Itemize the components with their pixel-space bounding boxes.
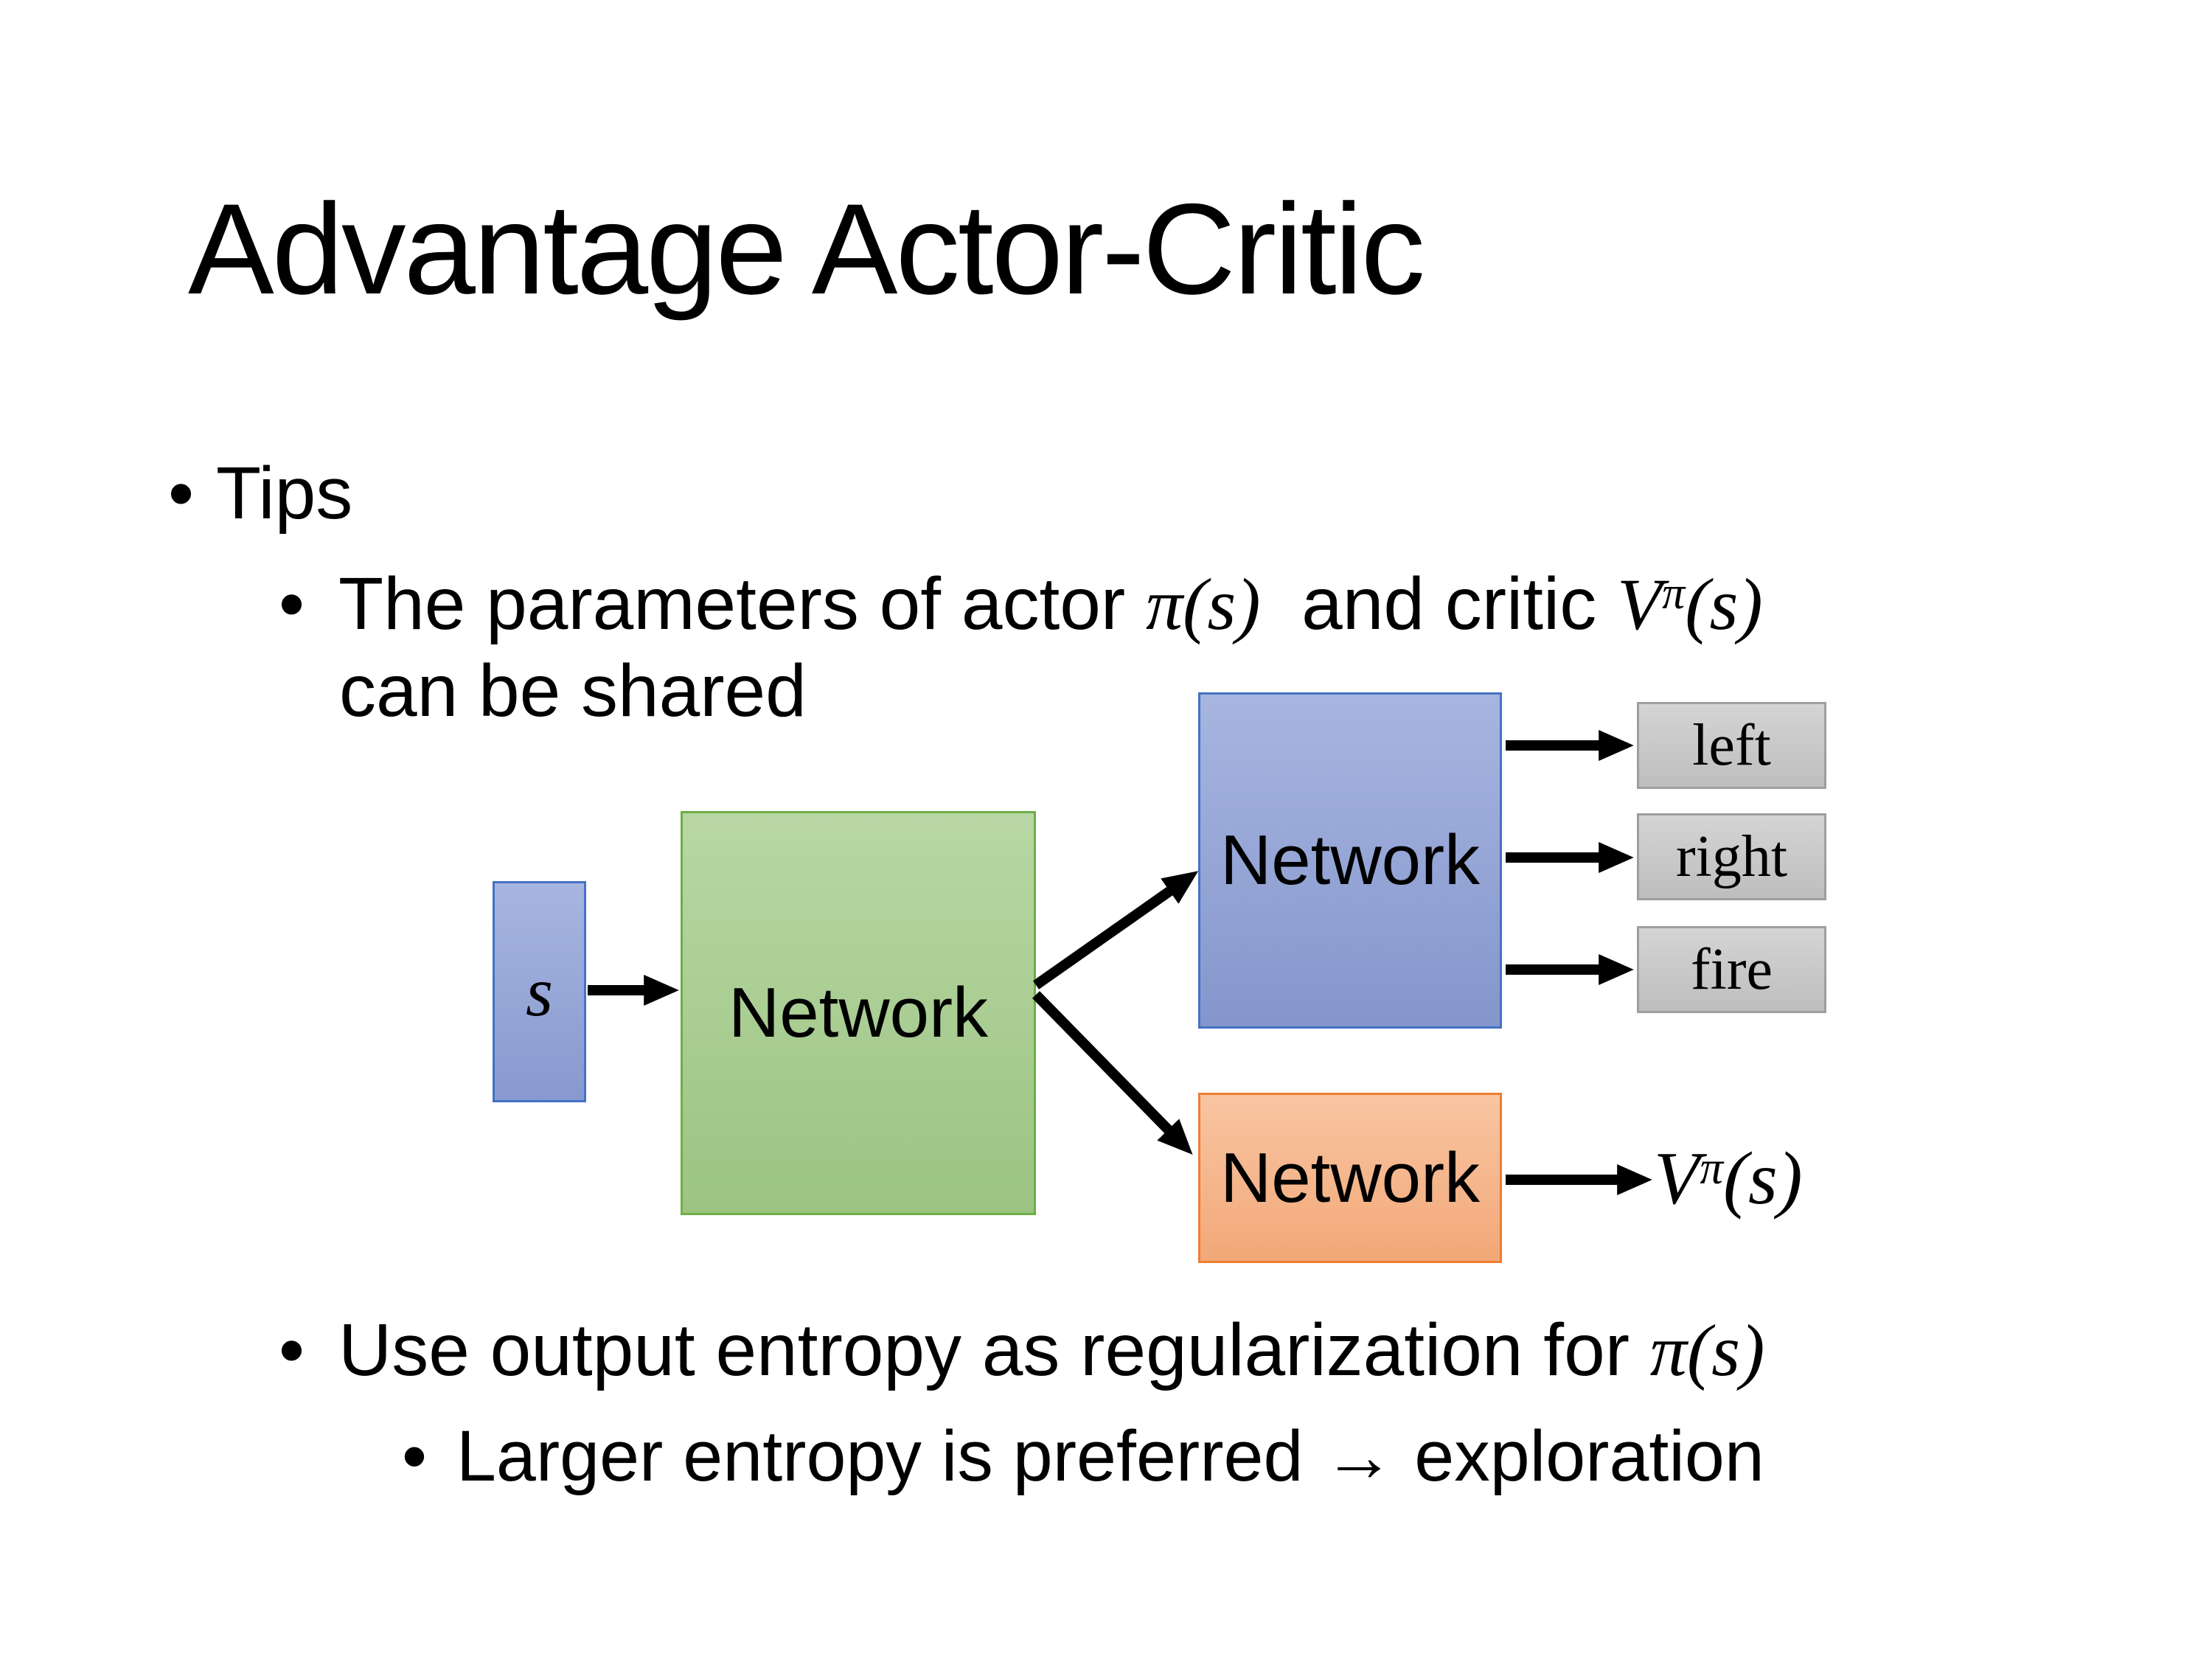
bullet-row-shared-params-wrap: can be shared xyxy=(339,646,807,736)
shared-params-text-a: The parameters of actor xyxy=(338,563,1146,645)
tips-label: Tips xyxy=(216,452,353,535)
bullet-row-tips: • Tips xyxy=(168,448,352,538)
bullet-row-shared-params: • The parameters of actor π(s) and criti… xyxy=(279,559,1763,650)
slide-title: Advantage Actor-Critic xyxy=(188,178,1425,321)
action-label-fire: fire xyxy=(1690,936,1773,1002)
bullet-glyph: • xyxy=(279,563,305,645)
action-box-fire: fire xyxy=(1637,926,1826,1013)
shared-params-wrap-text: can be shared xyxy=(339,650,807,732)
value-output-base: V xyxy=(1654,1137,1700,1220)
critic-network-box: Network xyxy=(1198,1093,1502,1263)
shared-params-text: The parameters of actor π(s) and critic … xyxy=(338,559,1763,650)
action-box-right: right xyxy=(1637,813,1826,900)
entropy-policy-math: π(s) xyxy=(1649,1310,1765,1391)
critic-value-sup: π xyxy=(1662,568,1686,619)
action-label-left: left xyxy=(1692,712,1771,778)
bullet-row-entropy: • Use output entropy as regularization f… xyxy=(279,1305,1764,1396)
critic-network-label: Network xyxy=(1220,1138,1481,1217)
state-label: s xyxy=(526,953,553,1031)
shared-network-label: Network xyxy=(728,973,989,1052)
actor-network-label: Network xyxy=(1220,821,1481,900)
value-output-sup: π xyxy=(1700,1142,1723,1194)
state-input-box: s xyxy=(493,881,586,1102)
entropy-text-a: Use output entropy as regularization for xyxy=(338,1309,1650,1391)
critic-value-args: (s) xyxy=(1685,563,1763,645)
shared-params-text-b: and critic xyxy=(1260,563,1618,645)
bullet-glyph: • xyxy=(402,1416,427,1496)
value-output-args: (s) xyxy=(1723,1137,1803,1220)
entropy-text: Use output entropy as regularization for… xyxy=(338,1305,1764,1396)
actor-network-box: Network xyxy=(1198,692,1502,1029)
arrow-shared-to-actor xyxy=(1032,871,1199,990)
action-box-left: left xyxy=(1637,702,1826,789)
bullet-row-exploration: • Larger entropy is preferred → explorat… xyxy=(402,1413,1764,1500)
exploration-text: Larger entropy is preferred → exploratio… xyxy=(456,1416,1764,1496)
value-output-math: Vπ(s) xyxy=(1654,1135,1803,1222)
arrow-shared-to-critic xyxy=(1032,991,1193,1155)
actor-policy-math: π(s) xyxy=(1145,563,1261,645)
bullet-glyph: • xyxy=(168,452,195,535)
bullet-glyph: • xyxy=(279,1309,305,1391)
action-label-right: right xyxy=(1675,824,1788,889)
shared-network-box: Network xyxy=(681,811,1036,1215)
critic-value-base: V xyxy=(1617,563,1663,645)
